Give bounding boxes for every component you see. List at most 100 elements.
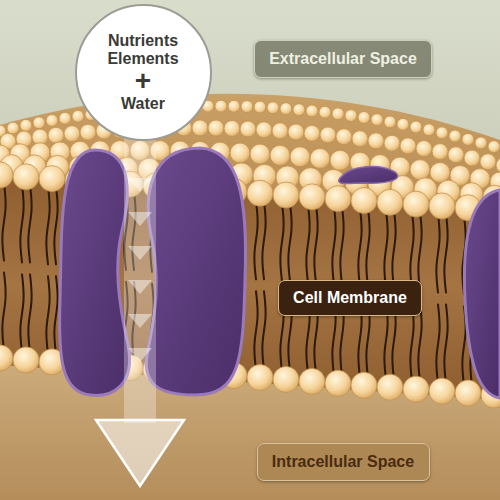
node-text: + — [135, 68, 151, 95]
lipid-head — [293, 104, 305, 116]
lipid-head — [403, 191, 429, 217]
lipid-head — [462, 133, 474, 145]
lipid-tail — [436, 305, 439, 384]
lipid-head — [345, 110, 357, 122]
channel-protein-left — [60, 150, 130, 395]
lipid-head — [7, 122, 19, 134]
lipid-tail — [340, 207, 343, 285]
lipid-head — [215, 100, 227, 112]
lipid-head — [46, 115, 58, 127]
chevron — [128, 178, 152, 192]
lipid-head — [0, 345, 13, 371]
lipid-head — [192, 120, 208, 136]
lipid-head — [475, 137, 487, 149]
lipid-head — [319, 106, 331, 118]
chevron — [128, 348, 152, 362]
lipid-head — [272, 123, 288, 139]
chevron — [128, 246, 152, 260]
lipid-head — [464, 150, 480, 166]
lipid-head — [488, 141, 500, 153]
lipid-tail — [384, 210, 387, 288]
lipid-tail — [254, 201, 257, 279]
lipid-head — [377, 189, 403, 215]
lipid-head — [496, 157, 500, 173]
lipid-head — [384, 116, 396, 128]
lipid-head — [432, 144, 448, 160]
region-label: Intracellular Space — [257, 443, 430, 481]
lipid-head — [480, 154, 496, 170]
lipid-head — [351, 372, 377, 398]
node-text: Intracellular Space — [272, 452, 414, 471]
lipid-head — [299, 368, 325, 394]
flow-arrowhead — [96, 420, 184, 486]
lipid-head — [72, 110, 84, 122]
lipid-head — [429, 193, 455, 219]
lipid-head — [416, 141, 432, 157]
chevron — [128, 314, 152, 328]
lipid-head — [59, 112, 71, 124]
lipid-head — [325, 370, 351, 396]
lipid-head — [240, 121, 256, 137]
chevron — [128, 280, 152, 294]
lipid-head — [403, 376, 429, 402]
lipid-head — [306, 105, 318, 117]
node-text: Nutrients Elements — [95, 32, 191, 69]
channel-protein-right — [146, 148, 245, 395]
lipid-head — [273, 366, 299, 392]
lipid-head — [310, 148, 330, 168]
lipid-tail — [2, 183, 5, 261]
lipid-tail — [410, 212, 413, 291]
lipid-head — [80, 124, 96, 140]
input-bubble: Nutrients Elements+Water — [74, 3, 213, 142]
lipid-tail — [262, 201, 265, 279]
flow-chevrons — [128, 178, 152, 362]
lipid-head — [325, 186, 351, 212]
lipid-head — [290, 147, 310, 167]
lipid-tail — [288, 203, 291, 281]
lipid-head — [358, 112, 370, 124]
lipid-head — [397, 118, 409, 130]
lipid-head — [13, 164, 39, 190]
lipid-tail — [314, 205, 317, 283]
surface-protein — [339, 166, 398, 183]
lipid-head — [270, 145, 290, 165]
lipid-head — [332, 108, 344, 120]
lipid-head — [288, 124, 304, 140]
lipid-tail — [20, 185, 23, 263]
lipid-head — [20, 119, 32, 131]
lipid-head — [247, 365, 273, 391]
lipid-head — [299, 184, 325, 210]
membrane-surface — [0, 94, 500, 400]
lipid-tail — [20, 274, 23, 352]
lipid-tail — [444, 305, 447, 384]
lipid-head — [256, 122, 272, 138]
lipid-head — [455, 380, 481, 406]
lipid-head — [400, 138, 416, 154]
lipid-tail — [54, 276, 57, 354]
lipid-head — [449, 130, 461, 142]
lipid-head — [368, 133, 384, 149]
lipid-head — [224, 120, 240, 136]
lipid-head — [429, 378, 455, 404]
lipid-tail — [54, 187, 57, 265]
lipid-tail — [262, 291, 265, 369]
lipid-head — [410, 121, 422, 133]
flow-band — [124, 118, 156, 423]
lipid-tail — [46, 276, 49, 354]
lipid-head — [423, 124, 435, 136]
lipid-tail — [28, 274, 31, 352]
lipid-head — [448, 147, 464, 163]
lipid-head — [33, 117, 45, 129]
lipid-head — [430, 162, 450, 182]
lipid-head — [48, 127, 64, 143]
lipid-head — [254, 101, 266, 113]
lipid-tail — [254, 291, 257, 369]
lipid-tail — [358, 208, 361, 286]
bubble-circle — [76, 5, 211, 140]
lipid-head — [371, 114, 383, 126]
lipid-head — [13, 347, 39, 373]
lipid-head — [352, 131, 368, 147]
lipid-tail — [28, 185, 31, 263]
lipid-tail — [280, 203, 283, 281]
